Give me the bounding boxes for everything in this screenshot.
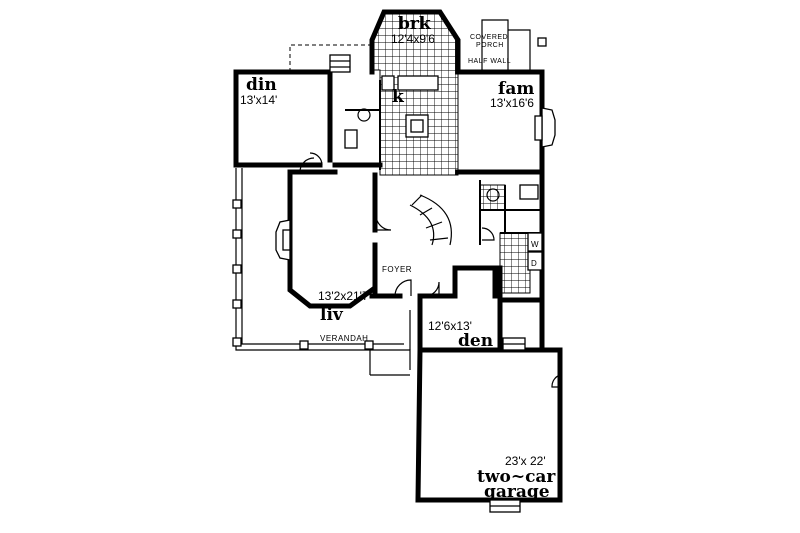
room-dims-den: 12'6x13' — [428, 319, 472, 333]
room-dims-garage: 23'x 22' — [505, 454, 546, 468]
room-dims-living: 13'2x21'7 — [318, 289, 369, 303]
room-dims-dining: 13'x14' — [240, 93, 277, 107]
label-covered-porch-line1: COVERED — [470, 34, 508, 41]
door-swings — [299, 152, 561, 388]
room-dims-breakfast: 12'4x9'6 — [391, 32, 435, 46]
room-name-dining: din — [246, 75, 277, 95]
fireplace-family — [534, 107, 556, 148]
kitchen-tile-floor — [371, 11, 531, 294]
label-washer: W — [531, 240, 539, 249]
room-name-den: den — [458, 331, 493, 351]
room-dims-family: 13'x16'6 — [490, 96, 534, 110]
porch-outlines — [289, 19, 547, 72]
kitchen-fixtures — [344, 75, 439, 149]
label-covered-porch-line2: PORCH — [476, 42, 504, 49]
room-name-breakfast: brk — [398, 14, 432, 34]
exterior-walls — [233, 9, 563, 503]
laundry-fixtures — [486, 184, 543, 271]
verandah-railing — [232, 168, 411, 376]
room-name-family: fam — [498, 79, 534, 99]
room-name-living: liv — [320, 305, 344, 325]
room-name-garage-line2: garage — [484, 482, 550, 502]
room-name-foyer: FOYER — [382, 265, 412, 274]
label-dryer: D — [531, 259, 537, 268]
fireplace-living — [275, 219, 291, 261]
room-name-kitchen: k — [392, 87, 405, 107]
room-name-verandah: VERANDAH — [320, 334, 368, 343]
label-half-wall: HALF WALL — [468, 58, 511, 65]
room-name-garage-line1: two~car — [477, 467, 556, 487]
exterior-steps — [329, 54, 526, 513]
